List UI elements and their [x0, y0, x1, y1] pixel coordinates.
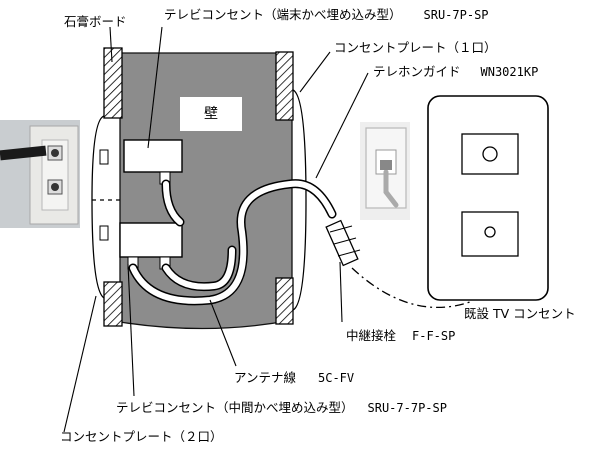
- tv-outlet-mid-name: テレビコンセント（中間かべ埋め込み型）: [116, 400, 354, 415]
- existing-tv-outlet: [427, 95, 549, 301]
- tv-outlet-end-model: SRU-7P-SP: [423, 8, 489, 22]
- relay-connector-label: 中継接栓 F-F-SP: [346, 328, 455, 344]
- gypsum-board-right-top: [275, 51, 294, 121]
- gypsum-board-label: 石膏ボード: [64, 14, 127, 29]
- telephone-guide-name: テレホンガイド: [373, 64, 461, 79]
- antenna-cable-name: アンテナ線: [234, 370, 297, 385]
- wall-label: 壁: [180, 97, 242, 131]
- telephone-guide-label: テレホンガイド WN3021KP: [373, 64, 538, 80]
- tv-outlet-mid-box: [119, 222, 183, 258]
- photo-inset-right: [360, 122, 410, 220]
- relay-connector-model: F-F-SP: [412, 329, 456, 343]
- leader-lines: [63, 26, 369, 433]
- existing-connection-line: [351, 231, 493, 309]
- outlet-plate-1-label: コンセントプレート（１口）: [334, 40, 497, 55]
- relay-connector: [325, 219, 361, 267]
- outlet-plate-1-outline: [292, 89, 307, 311]
- gypsum-board-left-top: [103, 47, 123, 119]
- telephone-guide-model: WN3021KP: [480, 65, 539, 79]
- outlet-plate-2-outline: [91, 115, 105, 299]
- tv-outlet-end-box: [123, 139, 183, 173]
- gypsum-board-right-bottom: [275, 277, 294, 325]
- tv-outlet-mid-label: テレビコンセント（中間かべ埋め込み型） SRU-7-7P-SP: [116, 400, 447, 416]
- outlet-plate-2-label: コンセントプレート（２口）: [60, 429, 223, 444]
- tv-outlet-mid-model: SRU-7-7P-SP: [367, 401, 447, 415]
- plate-screw-upper: [99, 149, 109, 165]
- relay-connector-name: 中継接栓: [346, 328, 397, 343]
- tv-outlet-end-name: テレビコンセント（端末かべ埋め込み型）: [164, 7, 402, 22]
- gypsum-board-left-bottom: [103, 281, 123, 327]
- photo-inset-left: [0, 120, 80, 228]
- antenna-cable: [128, 179, 337, 306]
- plate-screw-lower: [99, 225, 109, 241]
- antenna-cable-label: アンテナ線 5C-FV: [234, 370, 354, 386]
- existing-tv-outlet-label: 既設 TV コンセント: [464, 306, 576, 321]
- tv-outlet-end-label: テレビコンセント（端末かべ埋め込み型） SRU-7P-SP: [164, 7, 489, 23]
- antenna-cable-model: 5C-FV: [318, 371, 355, 385]
